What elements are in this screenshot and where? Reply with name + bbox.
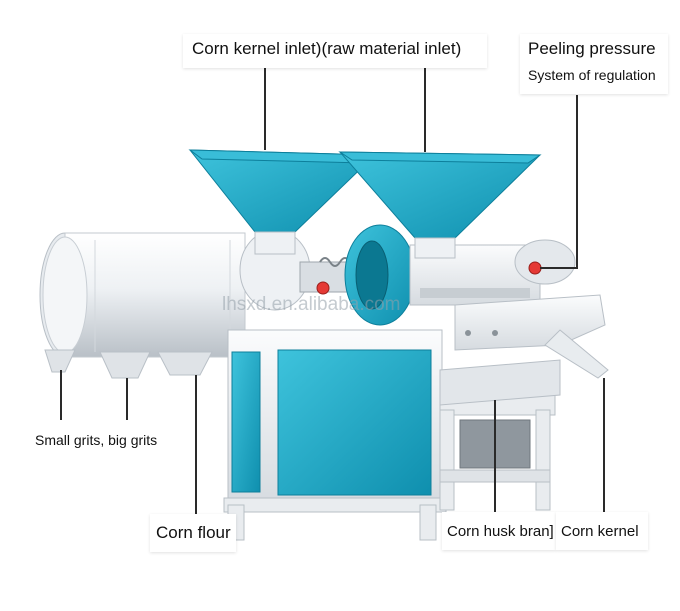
husk-label-box — [442, 512, 556, 550]
grits-label: Small grits, big grits — [35, 432, 158, 448]
leader-line-husk — [494, 400, 496, 512]
frame — [223, 329, 561, 541]
motor — [39, 232, 246, 379]
inlet-label: Corn kernel inlet)(raw material inlet) — [192, 39, 462, 58]
right-hopper — [338, 151, 542, 259]
leader-line-flour — [195, 375, 197, 515]
leader-line-grits-big — [126, 378, 128, 420]
peeling-label-line1: Peeling pressure — [528, 39, 656, 58]
leader-line-inlet — [264, 68, 266, 150]
left-hopper — [188, 149, 377, 255]
kernel-label: Corn kernel — [561, 523, 639, 540]
leader-line-peeling — [576, 95, 578, 268]
peeling-label-line2: System of regulation — [528, 67, 656, 83]
inlet-label-box — [183, 34, 487, 68]
flour-label: Corn flour — [156, 523, 231, 542]
peeling-section — [409, 239, 609, 379]
flour-label-box — [150, 514, 236, 552]
peeling-label-box — [520, 34, 668, 94]
kernel-label-box — [556, 512, 648, 550]
leader-line-inlet-right — [424, 68, 426, 152]
husk-label: Corn husk bran] — [447, 523, 554, 540]
leader-line-peeling-h — [540, 267, 578, 269]
watermark-text: lhsxd.en.alibaba.com — [222, 294, 401, 315]
leader-line-kernel — [603, 378, 605, 512]
leader-line-grits-small — [60, 370, 62, 420]
